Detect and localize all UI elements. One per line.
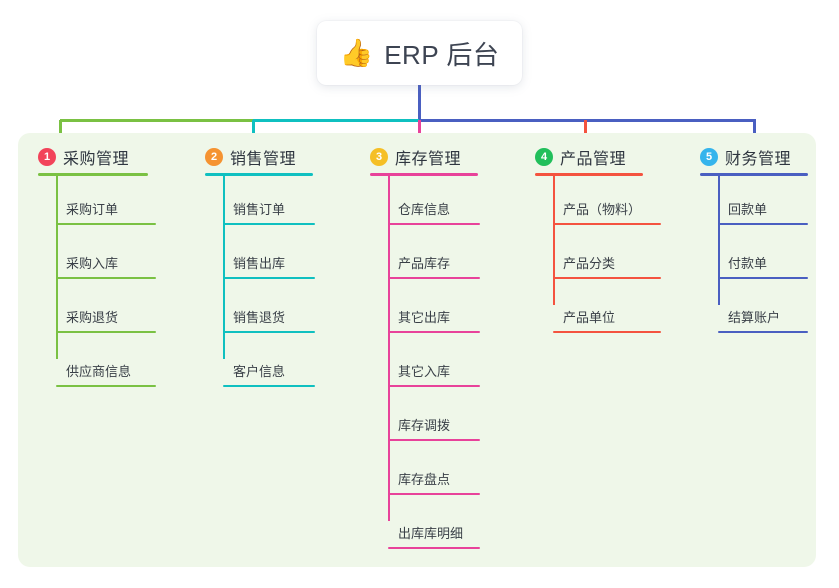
leaf-item-underline <box>718 331 808 333</box>
leaf-item[interactable]: 结算账户 <box>718 303 808 333</box>
branch-underline-2 <box>205 173 313 176</box>
branch-badge-3: 3 <box>370 148 388 166</box>
leaf-item[interactable]: 其它出库 <box>388 303 480 333</box>
leaf-item-underline <box>56 331 156 333</box>
leaf-item-label: 仓库信息 <box>398 202 451 217</box>
branch-header-2[interactable]: 2 销售管理 <box>205 145 296 169</box>
branch-title-3: 库存管理 <box>395 151 462 168</box>
leaf-item-label: 采购订单 <box>66 202 119 217</box>
branches-panel: 1 采购管理采购订单采购入库采购退货供应商信息 2 销售管理销售订单销售出库销售退货客… <box>18 133 816 567</box>
branch-title-1: 采购管理 <box>63 151 130 168</box>
branch-spine-3 <box>388 175 390 521</box>
leaf-item-label: 结算账户 <box>728 310 781 325</box>
branch-header-3[interactable]: 3 库存管理 <box>370 145 461 169</box>
leaf-item[interactable]: 供应商信息 <box>56 357 156 387</box>
branch-underline-3 <box>370 173 478 176</box>
branch-badge-4: 4 <box>535 148 553 166</box>
leaf-item-label: 其它入库 <box>398 364 451 379</box>
leaf-item-underline <box>388 493 480 495</box>
leaf-item[interactable]: 销售订单 <box>223 195 315 225</box>
branch-badge-2: 2 <box>205 148 223 166</box>
root-title: ERP 后台 <box>384 39 500 70</box>
leaf-item-label: 供应商信息 <box>66 364 132 379</box>
leaf-item[interactable]: 产品（物料） <box>553 195 661 225</box>
leaf-item[interactable]: 其它入库 <box>388 357 480 387</box>
leaf-item[interactable]: 库存盘点 <box>388 465 480 495</box>
leaf-item-underline <box>718 277 808 279</box>
leaf-item-underline <box>388 385 480 387</box>
leaf-item-label: 其它出库 <box>398 310 451 325</box>
leaf-item[interactable]: 库存调拨 <box>388 411 480 441</box>
leaf-item-label: 出库库明细 <box>398 526 464 541</box>
leaf-item-underline <box>388 223 480 225</box>
leaf-item-underline <box>553 223 661 225</box>
root-node[interactable]: 👍 ERP 后台 <box>317 21 522 85</box>
branch-underline-5 <box>700 173 808 176</box>
leaf-item-underline <box>718 223 808 225</box>
leaf-item-underline <box>388 331 480 333</box>
leaf-item[interactable]: 产品库存 <box>388 249 480 279</box>
branch-badge-5: 5 <box>700 148 718 166</box>
leaf-item-underline <box>223 277 315 279</box>
leaf-item-label: 产品分类 <box>563 256 616 271</box>
leaf-item-label: 销售退货 <box>233 310 286 325</box>
leaf-item-label: 付款单 <box>728 256 768 271</box>
leaf-item[interactable]: 采购退货 <box>56 303 156 333</box>
leaf-item-underline <box>56 277 156 279</box>
leaf-item[interactable]: 销售退货 <box>223 303 315 333</box>
leaf-item-underline <box>388 547 480 549</box>
leaf-item-label: 销售出库 <box>233 256 286 271</box>
leaf-item-underline <box>223 385 315 387</box>
leaf-item-label: 产品单位 <box>563 310 616 325</box>
root-node-content: 👍 ERP 后台 <box>340 35 500 72</box>
branch-title-4: 产品管理 <box>560 151 627 168</box>
leaf-item-label: 库存盘点 <box>398 472 451 487</box>
branch-spine-2 <box>223 175 225 359</box>
leaf-item[interactable]: 仓库信息 <box>388 195 480 225</box>
leaf-item-label: 客户信息 <box>233 364 286 379</box>
branch-header-1[interactable]: 1 采购管理 <box>38 145 129 169</box>
leaf-item-label: 采购入库 <box>66 256 119 271</box>
leaf-item[interactable]: 产品单位 <box>553 303 661 333</box>
branch-spine-4 <box>553 175 555 305</box>
leaf-item-underline <box>553 331 661 333</box>
branch-underline-4 <box>535 173 643 176</box>
leaf-item-label: 回款单 <box>728 202 768 217</box>
branch-header-4[interactable]: 4 产品管理 <box>535 145 626 169</box>
leaf-item[interactable]: 采购入库 <box>56 249 156 279</box>
leaf-item-label: 库存调拨 <box>398 418 451 433</box>
leaf-item-underline <box>553 277 661 279</box>
thumbs-up-icon: 👍 <box>339 37 374 68</box>
leaf-item[interactable]: 出库库明细 <box>388 519 480 549</box>
branch-header-5[interactable]: 5 财务管理 <box>700 145 791 169</box>
leaf-item-label: 采购退货 <box>66 310 119 325</box>
leaf-item[interactable]: 销售出库 <box>223 249 315 279</box>
branch-spine-5 <box>718 175 720 305</box>
branch-title-5: 财务管理 <box>725 151 792 168</box>
leaf-item-underline <box>388 439 480 441</box>
leaf-item-underline <box>223 223 315 225</box>
branch-spine-1 <box>56 175 58 359</box>
leaf-item-underline <box>56 385 156 387</box>
leaf-item-label: 产品（物料） <box>563 202 642 217</box>
branch-underline-1 <box>38 173 148 176</box>
branch-badge-1: 1 <box>38 148 56 166</box>
leaf-item-underline <box>223 331 315 333</box>
leaf-item-label: 销售订单 <box>233 202 286 217</box>
leaf-item-label: 产品库存 <box>398 256 451 271</box>
leaf-item[interactable]: 客户信息 <box>223 357 315 387</box>
leaf-item[interactable]: 回款单 <box>718 195 808 225</box>
leaf-item-underline <box>388 277 480 279</box>
branch-title-2: 销售管理 <box>230 151 297 168</box>
leaf-item[interactable]: 采购订单 <box>56 195 156 225</box>
leaf-item[interactable]: 付款单 <box>718 249 808 279</box>
leaf-item-underline <box>56 223 156 225</box>
leaf-item[interactable]: 产品分类 <box>553 249 661 279</box>
